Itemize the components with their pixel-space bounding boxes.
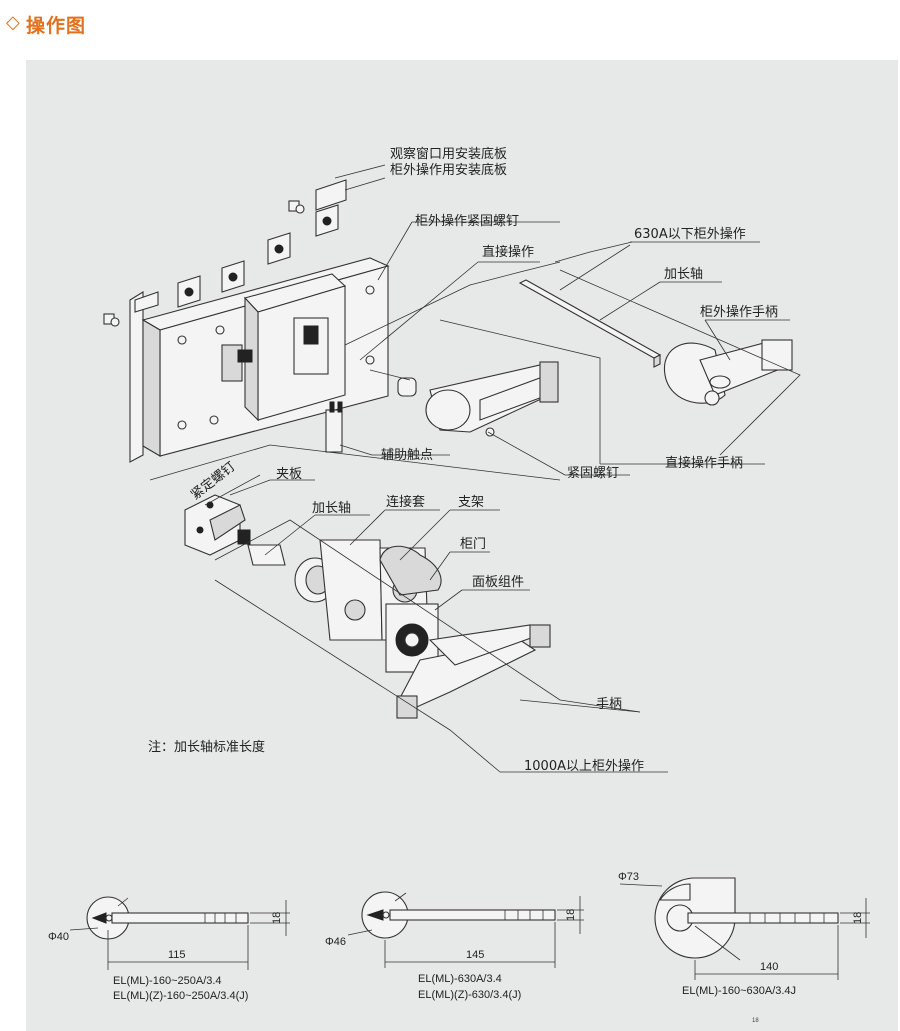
length-2: 145 (466, 949, 484, 961)
direct-operation-handle (397, 361, 559, 437)
label-direct-handle: 直接操作手柄 (665, 455, 743, 471)
label-extension-shaft-2: 加长轴 (312, 501, 351, 516)
label-handle: 手柄 (596, 697, 622, 712)
cabinet-ext-handle (663, 339, 793, 406)
note-text: 注：加长轴标准长度 (148, 739, 265, 755)
label-panel-assembly: 面板组件 (472, 575, 524, 590)
model-2b: EL(ML)(Z)-630/3.4(J) (418, 989, 521, 1001)
label-above-1000a: 1000A以上柜外操作 (524, 758, 644, 774)
extension-shaft (518, 279, 662, 368)
dimension-drawing-3: Φ73 18 140 EL(ML)-160~630A/3.4J (618, 871, 870, 997)
diameter-2: Φ46 (325, 936, 346, 948)
model-2a: EL(ML)-630A/3.4 (418, 973, 502, 985)
model-3a: EL(ML)-160~630A/3.4J (682, 985, 796, 997)
lower-assembly (184, 494, 551, 719)
length-3: 140 (760, 961, 778, 973)
label-fastening-screw-ext: 柜外操作紧固螺钉 (415, 213, 519, 229)
label-extension-shaft: 加长轴 (664, 267, 703, 282)
diameter-1: Φ40 (48, 931, 69, 943)
label-window-plate: 观察窗口用安装底板 (390, 146, 507, 162)
label-coupling: 连接套 (386, 494, 425, 510)
length-1: 115 (168, 949, 186, 961)
page-number: 18 (752, 1018, 759, 1024)
label-clamp-plate: 夹板 (276, 467, 302, 482)
model-1a: EL(ML)-160~250A/3.4 (113, 975, 222, 987)
height-1: 18 (271, 912, 283, 924)
label-below-630a: 630A以下柜外操作 (634, 226, 746, 242)
label-ext-handle: 柜外操作手柄 (700, 304, 778, 320)
dimension-drawing-1: Φ40 18 115 EL(ML)-160~250A/3.4 EL(ML)(Z)… (48, 896, 290, 1002)
label-fastening-screw: 紧固螺钉 (567, 466, 619, 481)
height-3: 18 (852, 912, 864, 924)
label-direct-operation: 直接操作 (482, 244, 534, 260)
label-cabinet-plate: 柜外操作用安装底板 (390, 162, 507, 178)
label-aux-contact: 辅助触点 (381, 448, 433, 463)
diamond-icon: ◇ (6, 12, 20, 33)
label-bracket: 支架 (458, 495, 484, 510)
model-1b: EL(ML)(Z)-160~250A/3.4(J) (113, 990, 248, 1002)
section-title: 操作图 (26, 15, 87, 37)
dimension-drawing-2: Φ46 18 145 EL(ML)-630A/3.4 EL(ML)(Z)-630… (325, 891, 584, 1001)
diameter-3: Φ73 (618, 871, 639, 883)
switch-body (103, 179, 390, 463)
height-2: 18 (565, 909, 577, 921)
section-header: ◇ 操作图 (0, 0, 900, 48)
leader-lines (149, 164, 801, 773)
callout-labels: 观察窗口用安装底板 柜外操作用安装底板 柜外操作紧固螺钉 直接操作 630A以下… (148, 146, 778, 774)
label-cabinet-door: 柜门 (460, 537, 486, 552)
